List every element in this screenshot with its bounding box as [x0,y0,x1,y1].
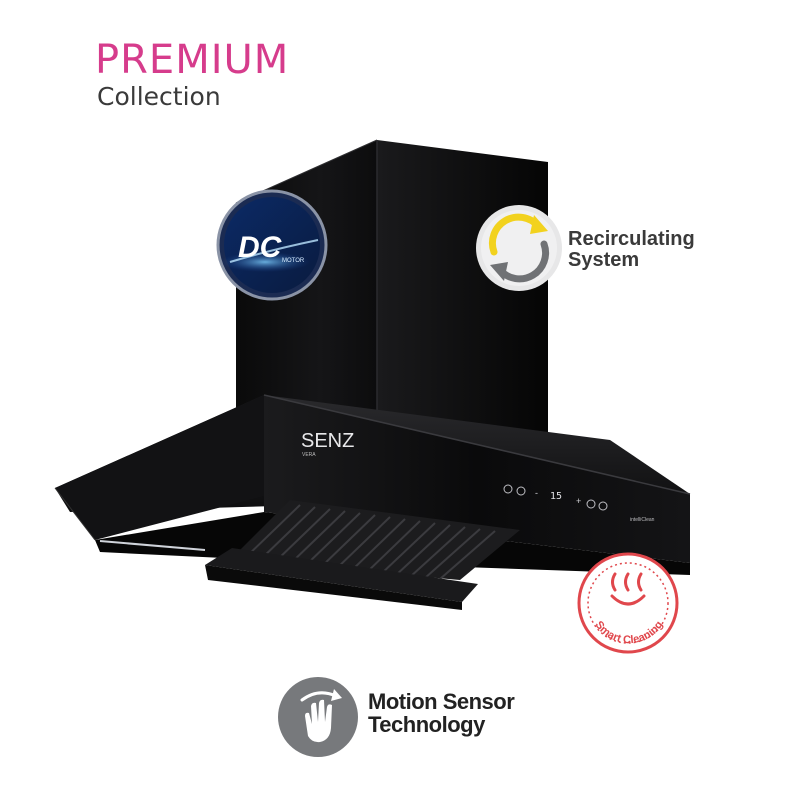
svg-text:-: - [535,488,538,498]
dc-motor-icon: DC MOTOR [216,189,328,301]
svg-text:MOTOR: MOTOR [282,258,305,264]
premium-title: PREMIUM [95,37,290,83]
svg-text:VERA: VERA [302,452,316,458]
svg-text:DC: DC [238,231,283,264]
recirculating-line1: Recirculating [568,228,695,250]
brand-logo: SENZ [301,430,354,452]
recirculate-arrows-icon [476,205,562,291]
recirculating-system-label: Recirculating System [568,229,695,271]
hand-wave-icon [278,677,358,757]
collection-subtitle: Collection [97,82,221,111]
motion-sensor-line2: Technology [368,712,485,738]
motion-sensor-label: Motion Sensor Technology [368,689,515,738]
svg-text:15: 15 [550,491,562,502]
steam-cleaning-icon: Smart Cleaning [577,552,679,654]
svg-text:intelliClean: intelliClean [630,517,655,523]
svg-text:+: + [576,496,581,506]
recirculating-line2: System [568,249,640,271]
motion-sensor-line1: Motion Sensor [368,689,515,714]
